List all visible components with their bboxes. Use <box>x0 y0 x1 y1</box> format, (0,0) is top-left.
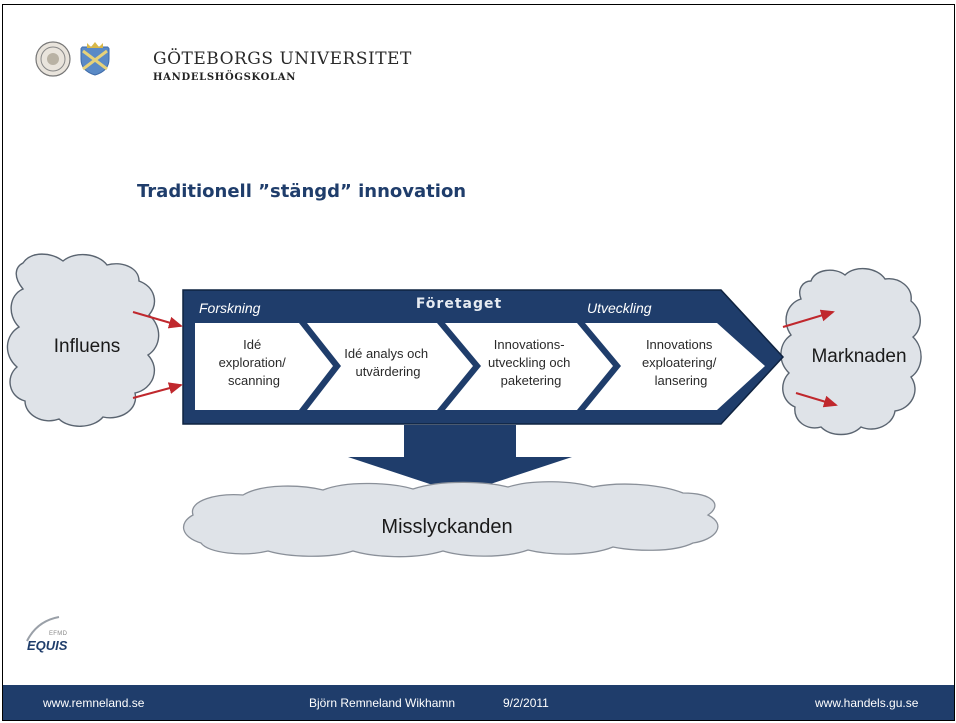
university-name: GÖTEBORGS UNIVERSITET <box>153 49 412 69</box>
footer-right-link[interactable]: www.handels.gu.se <box>815 696 919 710</box>
footer-bar: www.remneland.se Björn Remneland Wikhamn… <box>3 685 954 720</box>
stage-chevron <box>445 323 613 410</box>
footer-author: Björn Remneland Wikhamn <box>309 696 456 710</box>
red-arrow-icon <box>782 309 835 328</box>
failure-label: Misslyckanden <box>381 516 512 538</box>
development-label: Utveckling <box>587 300 652 316</box>
stage-label: Innovations- utveckling och paketering <box>488 337 574 388</box>
slide-title: Traditionell ”stängd” innovation <box>137 181 467 202</box>
stage-chevron <box>307 323 473 410</box>
output-label: Marknaden <box>811 346 906 367</box>
equis-org: EFMD <box>49 631 68 637</box>
company-label: Företaget <box>416 296 502 312</box>
failure-cloud <box>183 481 719 558</box>
stage-label: Innovations exploatering/ lansering <box>642 337 720 388</box>
university-seal-icon <box>35 41 71 77</box>
output-cloud <box>780 268 922 436</box>
red-arrow-icon <box>132 311 183 329</box>
footer-date: 9/2/2011 <box>503 696 549 710</box>
stage-label: Idé exploration/ scanning <box>219 337 290 388</box>
stage-chevron <box>585 323 765 410</box>
input-label: Influens <box>54 336 121 357</box>
crest-icon <box>80 42 110 76</box>
stage-chevron <box>195 323 333 410</box>
school-name: HANDELSHÖGSKOLAN <box>153 72 297 83</box>
down-arrow-icon <box>348 425 572 494</box>
logo-header: GÖTEBORGS UNIVERSITET HANDELSHÖGSKOLAN <box>35 37 635 93</box>
equis-name: EQUIS <box>27 638 68 653</box>
stage-label: Idé analys och utvärdering <box>344 346 431 379</box>
research-label: Forskning <box>199 300 261 316</box>
slide: GÖTEBORGS UNIVERSITET HANDELSHÖGSKOLAN T… <box>2 4 955 721</box>
red-arrow-icon <box>132 382 183 399</box>
footer-left-link[interactable]: www.remneland.se <box>43 696 145 710</box>
input-cloud <box>6 253 160 427</box>
red-arrow-icon <box>795 392 838 408</box>
innovation-diagram: Misslyckanden Influens Marknaden Företag… <box>6 253 922 558</box>
swoosh-icon <box>26 616 60 642</box>
equis-logo: EFMD EQUIS <box>23 613 113 663</box>
